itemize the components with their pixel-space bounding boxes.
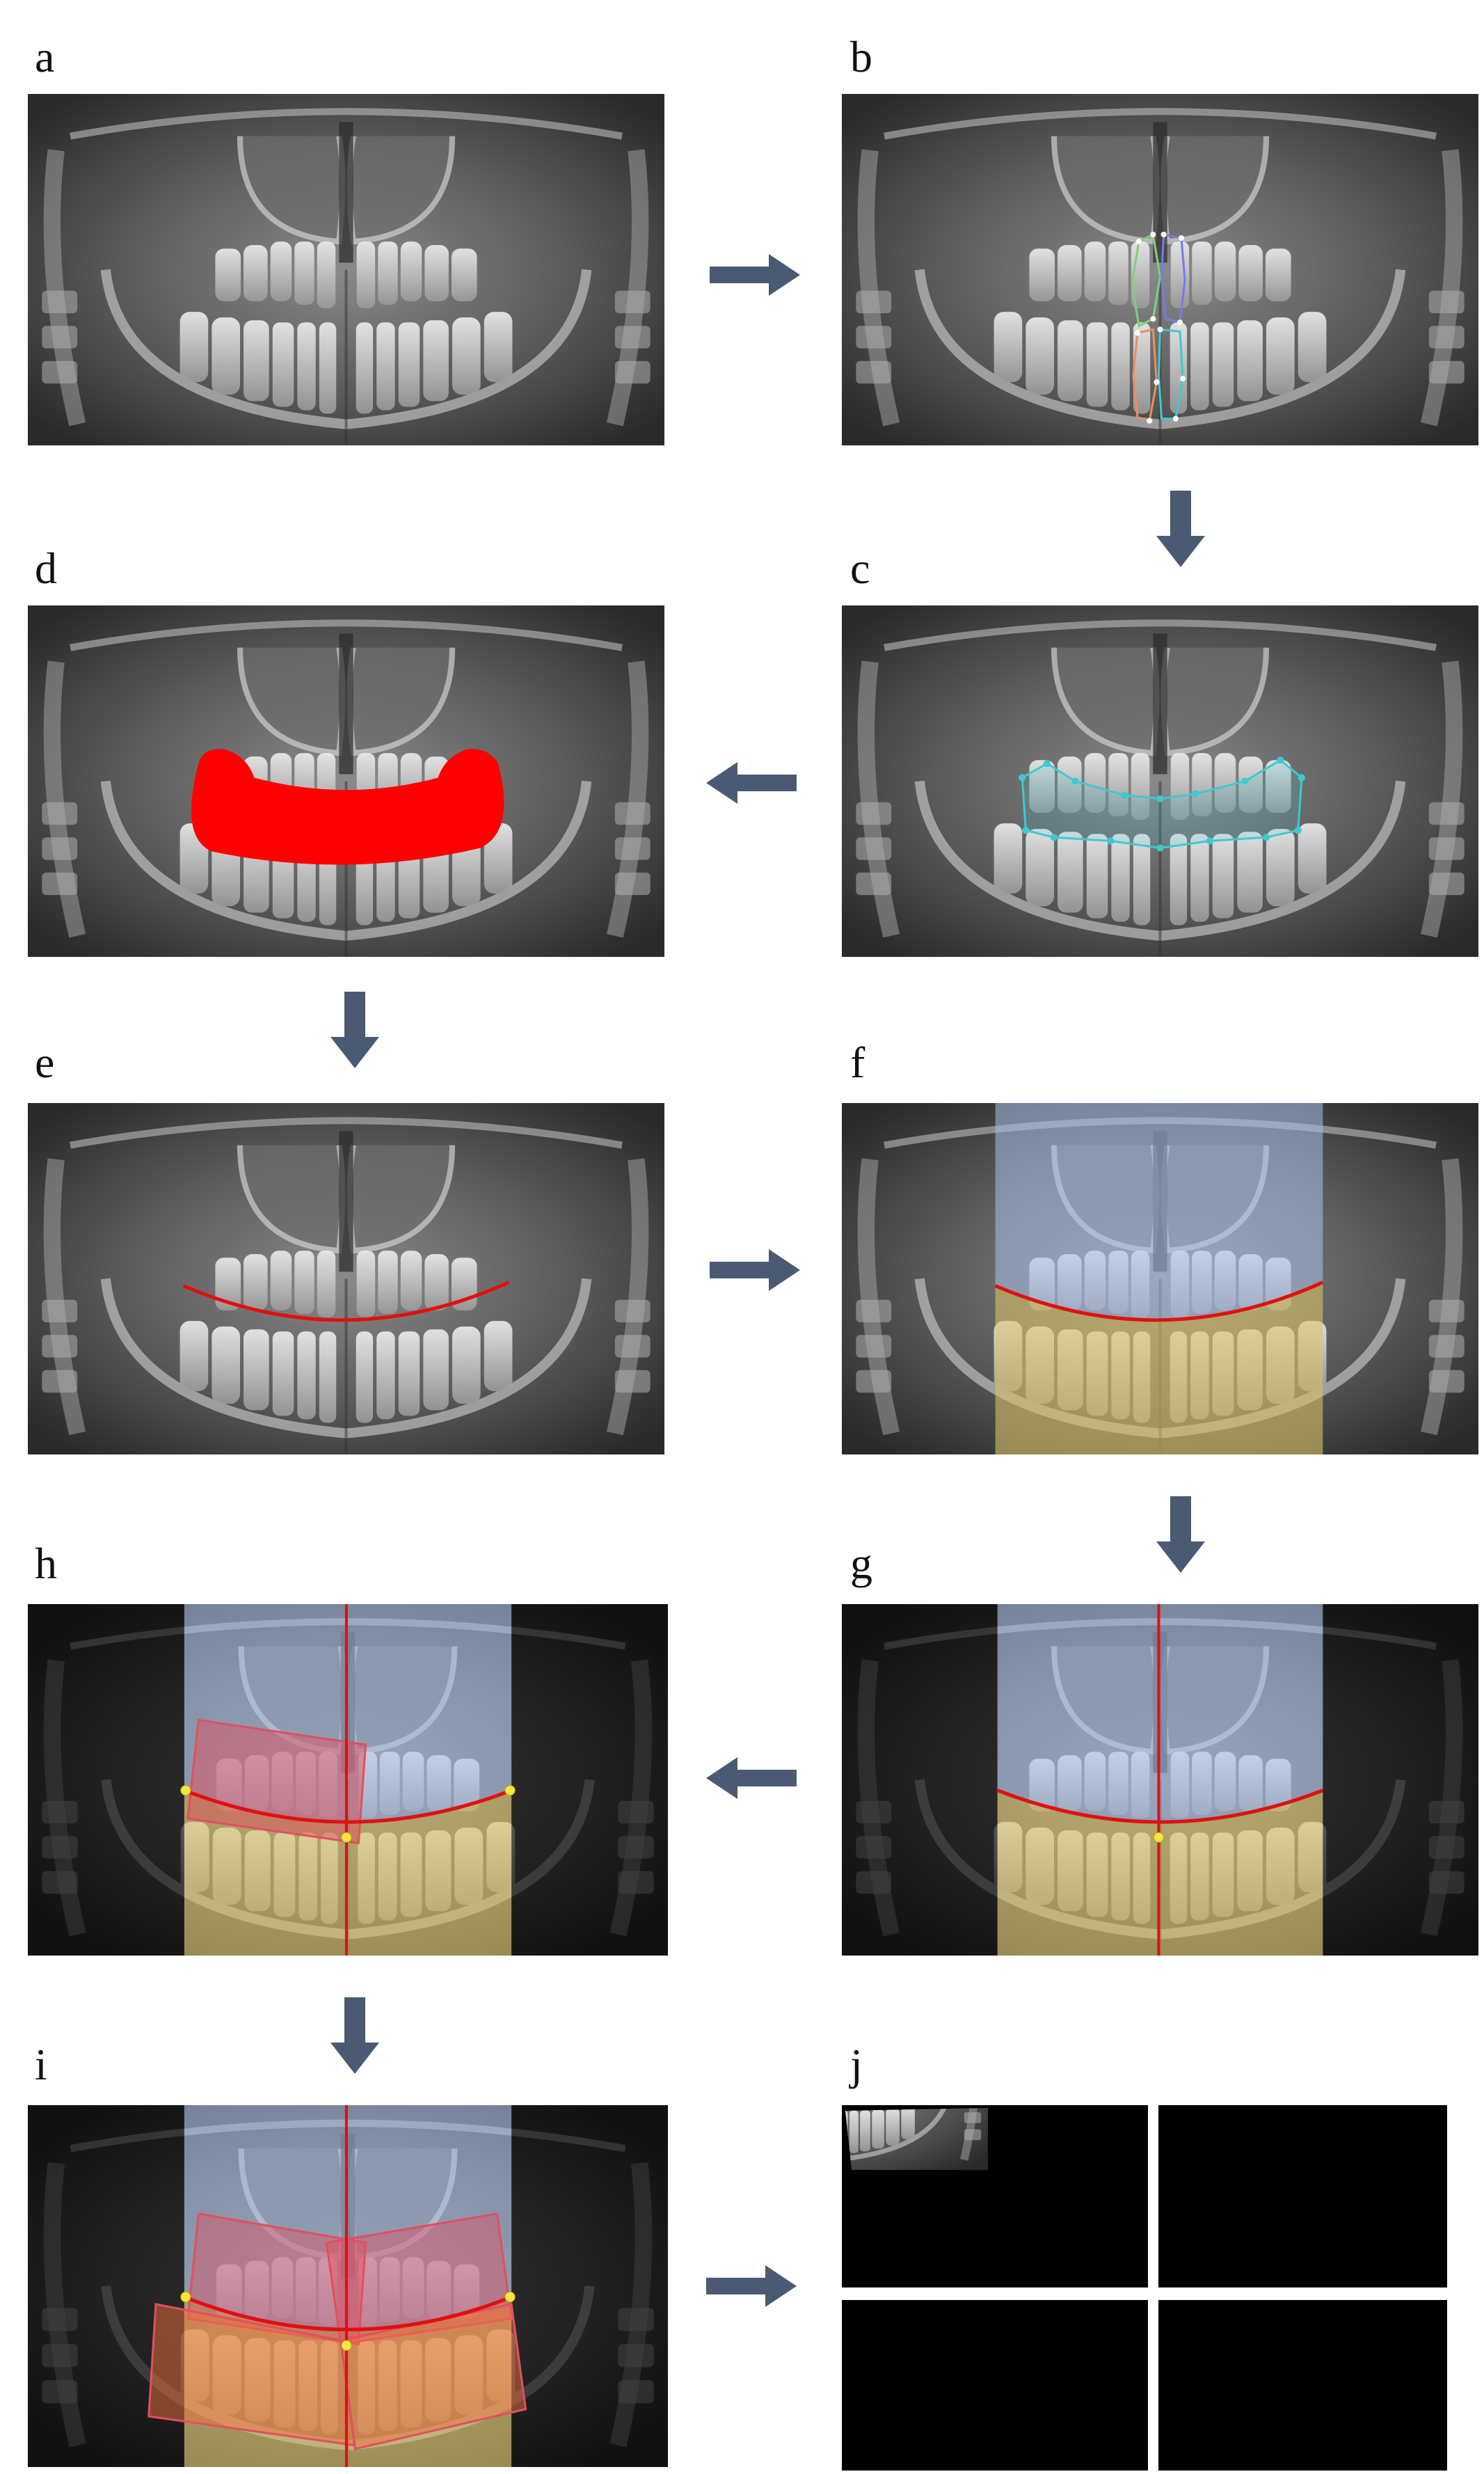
panel-c-occlusal-points: [842, 605, 1478, 957]
panel-label-i: i: [35, 2040, 47, 2089]
panel-label-h: h: [35, 1539, 57, 1588]
arrow-down-icon: [1156, 491, 1205, 567]
panel-label-j: j: [850, 2040, 863, 2089]
arrow-right-icon: [706, 2265, 797, 2307]
arrow-left-icon: [706, 1757, 797, 1799]
panel-label-b: b: [850, 32, 872, 81]
panel-label-c: c: [850, 544, 870, 593]
arrow-right-icon: [710, 254, 800, 296]
panel-e-occlusal-curve: [28, 1103, 664, 1454]
panel-d-occlusal-mask: [28, 605, 664, 957]
panel-label-g: g: [850, 1539, 872, 1588]
panel-b-tooth-landmarks: [842, 94, 1478, 445]
panel-j-crop-lower-left: [1158, 2300, 1447, 2471]
panel-j-crop-upper-left: [1158, 2105, 1447, 2287]
panel-a-raw-xray: [28, 94, 664, 445]
arrow-right-icon: [710, 1249, 800, 1291]
panel-j-crop-lower-right: [842, 2300, 1148, 2471]
panel-label-d: d: [35, 544, 57, 593]
panel-label-f: f: [850, 1038, 865, 1087]
arrow-left-icon: [706, 762, 797, 804]
arrow-down-icon: [330, 992, 379, 1068]
panel-i-four-quadrant-boxes: [28, 2105, 668, 2467]
panel-j-crop-upper-right: [842, 2105, 1148, 2287]
panel-g-midline: [842, 1604, 1478, 1956]
arrow-down-icon: [1156, 1496, 1205, 1573]
panel-f-upper-lower-regions: [842, 1103, 1478, 1454]
arrow-down-icon: [330, 1997, 379, 2074]
panel-h-first-rotated-box: [28, 1604, 668, 1956]
panel-label-a: a: [35, 32, 55, 81]
panel-label-e: e: [35, 1038, 55, 1087]
